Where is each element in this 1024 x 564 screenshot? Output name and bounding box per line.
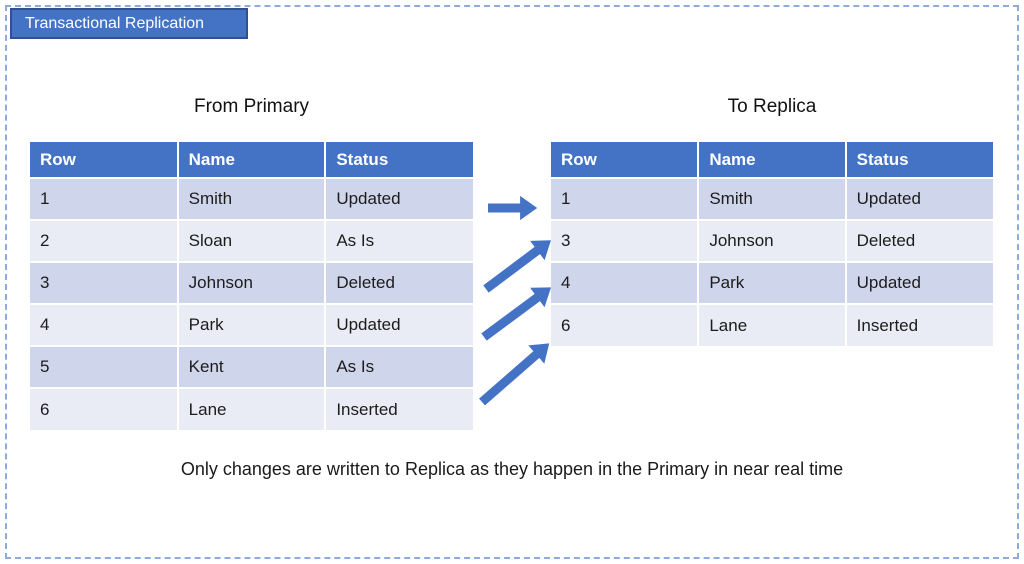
table-cell: 3: [551, 219, 700, 263]
table-cell: 4: [30, 303, 179, 347]
table-cell: Inserted: [324, 387, 473, 430]
table-cell: As Is: [324, 219, 473, 263]
column-header: Status: [844, 142, 993, 179]
table-cell: As Is: [324, 345, 473, 389]
table-cell: 6: [551, 303, 700, 346]
table-cell: 1: [551, 177, 700, 221]
table-cell: Park: [697, 261, 847, 305]
title-box: Transactional Replication: [10, 8, 248, 39]
column-header: Name: [697, 142, 847, 179]
table-cell: 3: [30, 261, 179, 305]
column-header: Row: [30, 142, 179, 179]
replica-table-caption: To Replica: [727, 96, 817, 117]
table-cell: Updated: [844, 261, 993, 305]
table-cell: 5: [30, 345, 179, 389]
table-cell: Deleted: [324, 261, 473, 305]
page-title: Transactional Replication: [25, 15, 205, 32]
table-cell: Johnson: [697, 219, 847, 263]
table-cell: Updated: [324, 177, 473, 221]
table-cell: 1: [30, 177, 179, 221]
table-cell: Park: [176, 303, 327, 347]
column-header: Name: [176, 142, 327, 179]
footnote: Only changes are written to Replica as t…: [180, 459, 844, 479]
table-cell: Inserted: [844, 303, 993, 346]
table-cell: 4: [551, 261, 700, 305]
table-cell: Smith: [697, 177, 847, 221]
slide-dashed-border: [5, 5, 1019, 559]
table-cell: Lane: [176, 387, 327, 430]
table-cell: Deleted: [844, 219, 993, 263]
table-cell: Johnson: [176, 261, 327, 305]
table-cell: Smith: [176, 177, 327, 221]
table-cell: Lane: [697, 303, 847, 346]
table-cell: Updated: [844, 177, 993, 221]
table-cell: 2: [30, 219, 179, 263]
column-header: Status: [324, 142, 473, 179]
column-header: Row: [551, 142, 700, 179]
primary-table-caption: From Primary: [193, 96, 310, 117]
table-cell: 6: [30, 387, 179, 430]
table-cell: Updated: [324, 303, 473, 347]
table-cell: Sloan: [176, 219, 327, 263]
table-cell: Kent: [176, 345, 327, 389]
